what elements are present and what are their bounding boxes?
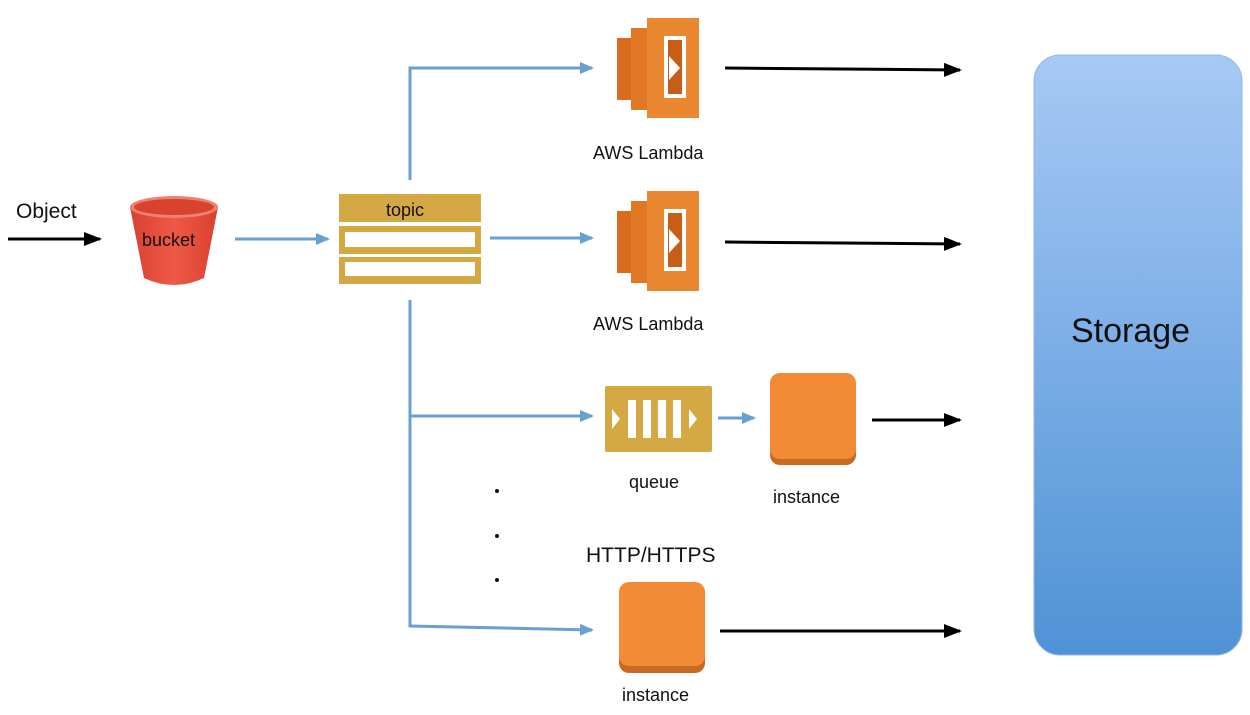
instance-2-label: instance bbox=[622, 685, 690, 705]
object-label: Object bbox=[16, 200, 77, 223]
lambda-icon bbox=[617, 191, 699, 291]
sns-topic-icon bbox=[339, 194, 481, 284]
storage-box bbox=[1033, 54, 1243, 656]
s3-bucket-icon bbox=[130, 196, 218, 285]
queue-label: queue bbox=[629, 472, 680, 492]
ec2-instance-icon bbox=[770, 373, 856, 465]
lambda-2-label: AWS Lambda bbox=[593, 314, 704, 334]
storage-label: Storage bbox=[1071, 312, 1191, 350]
bucket-label: bucket bbox=[142, 230, 196, 250]
topic-to-lambda1-arrow bbox=[408, 62, 594, 180]
http-label: HTTP/HTTPS bbox=[586, 544, 716, 567]
sqs-queue-icon bbox=[605, 386, 712, 452]
ellipsis-dot bbox=[495, 578, 499, 582]
lambda2-to-storage-arrow bbox=[724, 236, 962, 251]
ellipsis-dot bbox=[495, 534, 499, 538]
ec2-instance-icon bbox=[619, 582, 705, 673]
topic-to-http-arrow bbox=[408, 416, 594, 636]
topic-label: topic bbox=[386, 200, 425, 220]
ellipsis-dot bbox=[495, 489, 499, 493]
lambda1-to-storage-arrow bbox=[724, 62, 962, 77]
lambda-icon bbox=[617, 18, 699, 118]
instance-1-label: instance bbox=[773, 487, 841, 507]
lambda-1-label: AWS Lambda bbox=[593, 143, 704, 163]
topic-to-queue-arrow bbox=[408, 300, 594, 422]
